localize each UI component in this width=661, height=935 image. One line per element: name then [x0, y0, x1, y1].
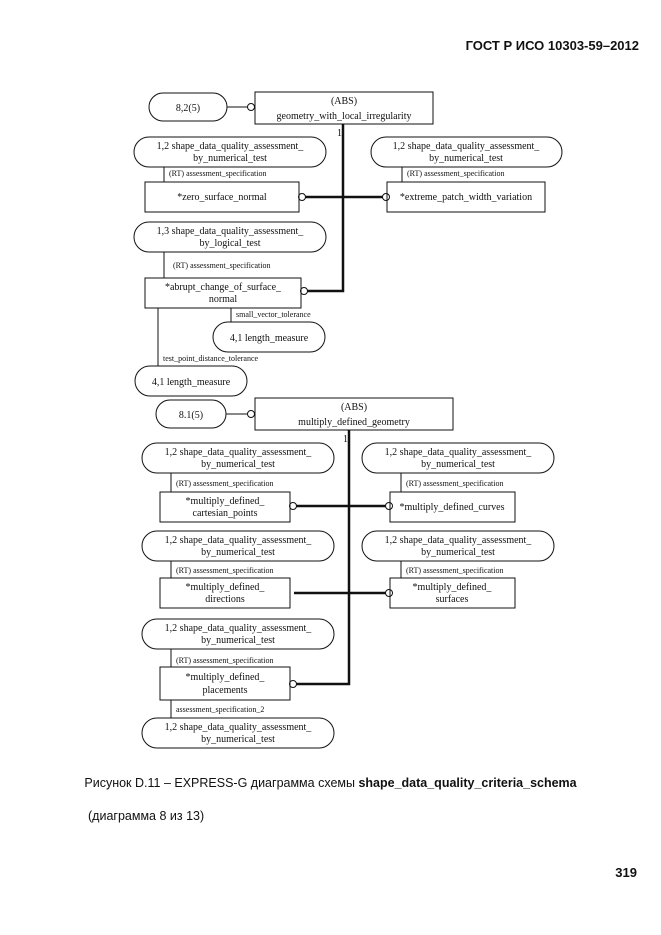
subtype-trunk-2	[296, 430, 351, 686]
subtype-trunk-1	[307, 124, 345, 293]
ref-abrupt-node	[133, 221, 327, 253]
ref-dirs-line2: by_numerical_test	[201, 547, 275, 558]
ref-cart-pts-line2: by_numerical_test	[201, 459, 275, 470]
ref-last-node	[141, 717, 335, 749]
curves-entity-box	[389, 491, 516, 523]
abs-label-1: (ABS)	[331, 96, 357, 107]
cart-pts-line2: cartesian_points	[193, 508, 258, 519]
ref-geom-local-label: 8,2(5)	[176, 103, 200, 114]
dirs-line2: directions	[205, 594, 245, 605]
document-header: ГОСТ Р ИСО 10303-59–2012	[465, 38, 639, 53]
attr-curves-label: (RT) assessment_specification	[406, 479, 504, 488]
ref-surfaces-node	[361, 530, 555, 562]
figure-caption: Рисунок D.11 – EXPRESS-G диаграмма схемы…	[0, 776, 661, 790]
ref-surfaces-line2: by_numerical_test	[421, 547, 495, 558]
caption-note: (диаграмма 8 из 13)	[88, 809, 205, 823]
attr-abrupt-label: (RT) assessment_specification	[173, 261, 271, 270]
ref-ext-patch-node	[370, 136, 563, 168]
ref-ext-line1: 1,2 shape_data_quality_assessment_	[393, 141, 541, 152]
ref-dirs-node	[141, 530, 335, 562]
ref-curves-node	[361, 442, 555, 474]
ref-place-node	[141, 618, 335, 650]
dirs-entity-box	[159, 577, 291, 609]
relationship-end-circle	[247, 103, 255, 111]
place-line1: *multiply_defined_	[186, 672, 266, 683]
ref-last-line1: 1,2 shape_data_quality_assessment_	[165, 722, 313, 733]
ref-ext-line2: by_numerical_test	[429, 153, 503, 164]
ref-curves-line1: 1,2 shape_data_quality_assessment_	[385, 447, 533, 458]
ref-length-measure-1	[212, 321, 326, 353]
ref-place-line1: 1,2 shape_data_quality_assessment_	[165, 623, 313, 634]
ref-curves-line2: by_numerical_test	[421, 459, 495, 470]
attr-small-vector-label: small_vector_tolerance	[236, 310, 311, 319]
cart-pts-entity-box	[159, 491, 291, 523]
mult-geom-entity-box	[254, 397, 454, 431]
caption-schema-name: shape_data_quality_criteria_schema	[358, 776, 577, 790]
ref-abrupt-line2: by_logical_test	[199, 238, 260, 249]
ext-patch-label: *extreme_patch_width_variation	[400, 192, 532, 203]
ref-dirs-line1: 1,2 shape_data_quality_assessment_	[165, 535, 313, 546]
attr-ext-label: (RT) assessment_specification	[407, 169, 505, 178]
ref-length-2-label: 4,1 length_measure	[152, 377, 231, 388]
attr-cart-pts-label: (RT) assessment_specification	[176, 479, 274, 488]
page-number: 319	[615, 865, 637, 880]
abrupt-change-entity-box	[144, 277, 302, 309]
abs-label-2: (ABS)	[341, 402, 367, 413]
attr-place-label: (RT) assessment_specification	[176, 656, 274, 665]
ref-zero-node	[133, 136, 327, 168]
cart-pts-line1: *multiply_defined_	[186, 496, 266, 507]
ref-length-1-label: 4,1 length_measure	[230, 333, 309, 344]
ref-cart-pts-line1: 1,2 shape_data_quality_assessment_	[165, 447, 313, 458]
attr-zero-label: (RT) assessment_specification	[169, 169, 267, 178]
surfaces-line2: surfaces	[436, 594, 469, 605]
geom-local-label: geometry_with_local_irregularity	[277, 111, 412, 122]
abrupt-change-line2: normal	[209, 294, 238, 305]
ref-cart-pts-node	[141, 442, 335, 474]
ext-patch-entity-box	[386, 181, 546, 213]
cardinality-1: 1	[337, 128, 342, 139]
ref-abrupt-line1: 1,3 shape_data_quality_assessment_	[157, 226, 305, 237]
surfaces-line1: *multiply_defined_	[413, 582, 493, 593]
place-entity-box	[159, 666, 291, 701]
curves-label: *multiply_defined_curves	[400, 502, 505, 513]
place-line2: placements	[203, 685, 248, 696]
ref-zero-line1: 1,2 shape_data_quality_assessment_	[157, 141, 305, 152]
ref-surfaces-line1: 1,2 shape_data_quality_assessment_	[385, 535, 533, 546]
ref-last-line2: by_numerical_test	[201, 734, 275, 745]
ref-length-measure-2	[134, 365, 248, 397]
attr-dirs-label: (RT) assessment_specification	[176, 566, 274, 575]
ref-place-line2: by_numerical_test	[201, 635, 275, 646]
surfaces-entity-box	[389, 577, 516, 609]
abrupt-change-line1: *abrupt_change_of_surface_	[165, 282, 282, 293]
attr-as2-label: assessment_specification_2	[176, 705, 264, 714]
ref-mult-geom-label: 8.1(5)	[179, 410, 203, 421]
caption-prefix: Рисунок D.11 – EXPRESS-G диаграмма схемы	[84, 776, 359, 790]
ref-zero-line2: by_numerical_test	[193, 153, 267, 164]
zero-surface-label: *zero_surface_normal	[177, 192, 267, 203]
zero-surface-entity-box	[144, 181, 300, 213]
mult-geom-label: multiply_defined_geometry	[298, 417, 410, 428]
attr-surfaces-label: (RT) assessment_specification	[406, 566, 504, 575]
attr-test-point-label: test_point_distance_tolerance	[163, 354, 259, 363]
cardinality-2: 1	[343, 434, 348, 445]
dirs-line1: *multiply_defined_	[186, 582, 266, 593]
